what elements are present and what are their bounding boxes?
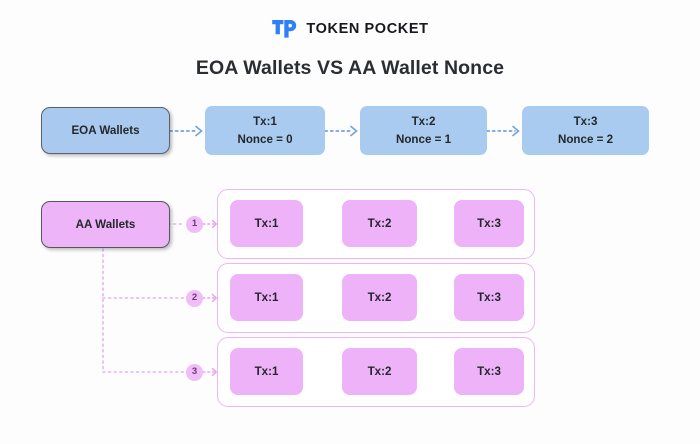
- aa-group-badge-label-1: 1: [191, 218, 198, 230]
- tp-logo-icon: [272, 20, 297, 38]
- brand-name: TOKEN POCKET: [306, 21, 429, 37]
- eoa-tx-label-1: Tx:1: [253, 114, 277, 128]
- aa-g3-tx-node-3[interactable]: Tx:3: [454, 348, 524, 395]
- eoa-wallets-node[interactable]: EOA Wallets: [41, 107, 170, 154]
- badge-arrowhead-3: [211, 367, 218, 377]
- aa-wallets-label: AA Wallets: [75, 217, 136, 231]
- aa-g2-tx-label-3: Tx:3: [477, 290, 501, 304]
- badge-arrowhead-2: [211, 293, 218, 303]
- eoa-arrowhead-3: [512, 125, 520, 137]
- aa-g2-tx-node-3[interactable]: Tx:3: [454, 274, 524, 321]
- aa-g3-tx-label-3: Tx:3: [477, 364, 501, 378]
- eoa-nonce-label-3: Nonce = 2: [557, 132, 614, 146]
- aa-g1-tx-label-2: Tx:2: [367, 216, 392, 230]
- eoa-arrowhead-2: [350, 125, 358, 137]
- page-title: EOA Wallets VS AA Wallet Nonce: [195, 57, 505, 79]
- aa-group-badge-2[interactable]: 2: [186, 289, 203, 307]
- aa-g2-tx-label-1: Tx:1: [254, 290, 279, 304]
- aa-g1-tx-label-3: Tx:3: [477, 216, 501, 230]
- brand-header: TOKEN POCKET: [0, 14, 700, 44]
- aa-g3-tx-label-1: Tx:1: [254, 364, 279, 378]
- aa-g2-tx-label-2: Tx:2: [367, 290, 392, 304]
- aa-g1-tx-node-1[interactable]: Tx:1: [230, 200, 303, 247]
- eoa-arrowhead-1: [195, 125, 203, 137]
- aa-g2-tx-node-1[interactable]: Tx:1: [230, 274, 303, 321]
- eoa-nonce-label-2: Nonce = 1: [395, 132, 452, 146]
- aa-g3-tx-node-1[interactable]: Tx:1: [230, 348, 303, 395]
- aa-group-badge-3[interactable]: 3: [186, 363, 203, 381]
- eoa-nonce-label-1: Nonce = 0: [237, 132, 293, 146]
- aa-g1-tx-node-3[interactable]: Tx:3: [454, 200, 524, 247]
- aa-group-badge-1[interactable]: 1: [186, 215, 203, 233]
- eoa-tx-node-1[interactable]: Tx:1 Nonce = 0: [205, 106, 325, 155]
- badge-arrowhead-1: [211, 219, 218, 229]
- aa-g3-tx-label-2: Tx:2: [367, 364, 392, 378]
- eoa-tx-node-3[interactable]: Tx:3 Nonce = 2: [522, 106, 649, 155]
- aa-g1-tx-node-2[interactable]: Tx:2: [342, 200, 417, 247]
- eoa-tx-label-2: Tx:2: [411, 114, 436, 128]
- aa-g1-tx-label-1: Tx:1: [254, 216, 279, 230]
- aa-g3-tx-node-2[interactable]: Tx:2: [342, 348, 417, 395]
- aa-g2-tx-node-2[interactable]: Tx:2: [342, 274, 417, 321]
- aa-wallets-node[interactable]: AA Wallets: [41, 201, 170, 248]
- eoa-tx-label-3: Tx:3: [573, 114, 598, 128]
- aa-group-badge-label-2: 2: [191, 292, 198, 304]
- eoa-tx-node-2[interactable]: Tx:2 Nonce = 1: [360, 106, 487, 155]
- aa-group-badge-label-3: 3: [191, 366, 198, 378]
- eoa-wallets-label: EOA Wallets: [71, 123, 140, 137]
